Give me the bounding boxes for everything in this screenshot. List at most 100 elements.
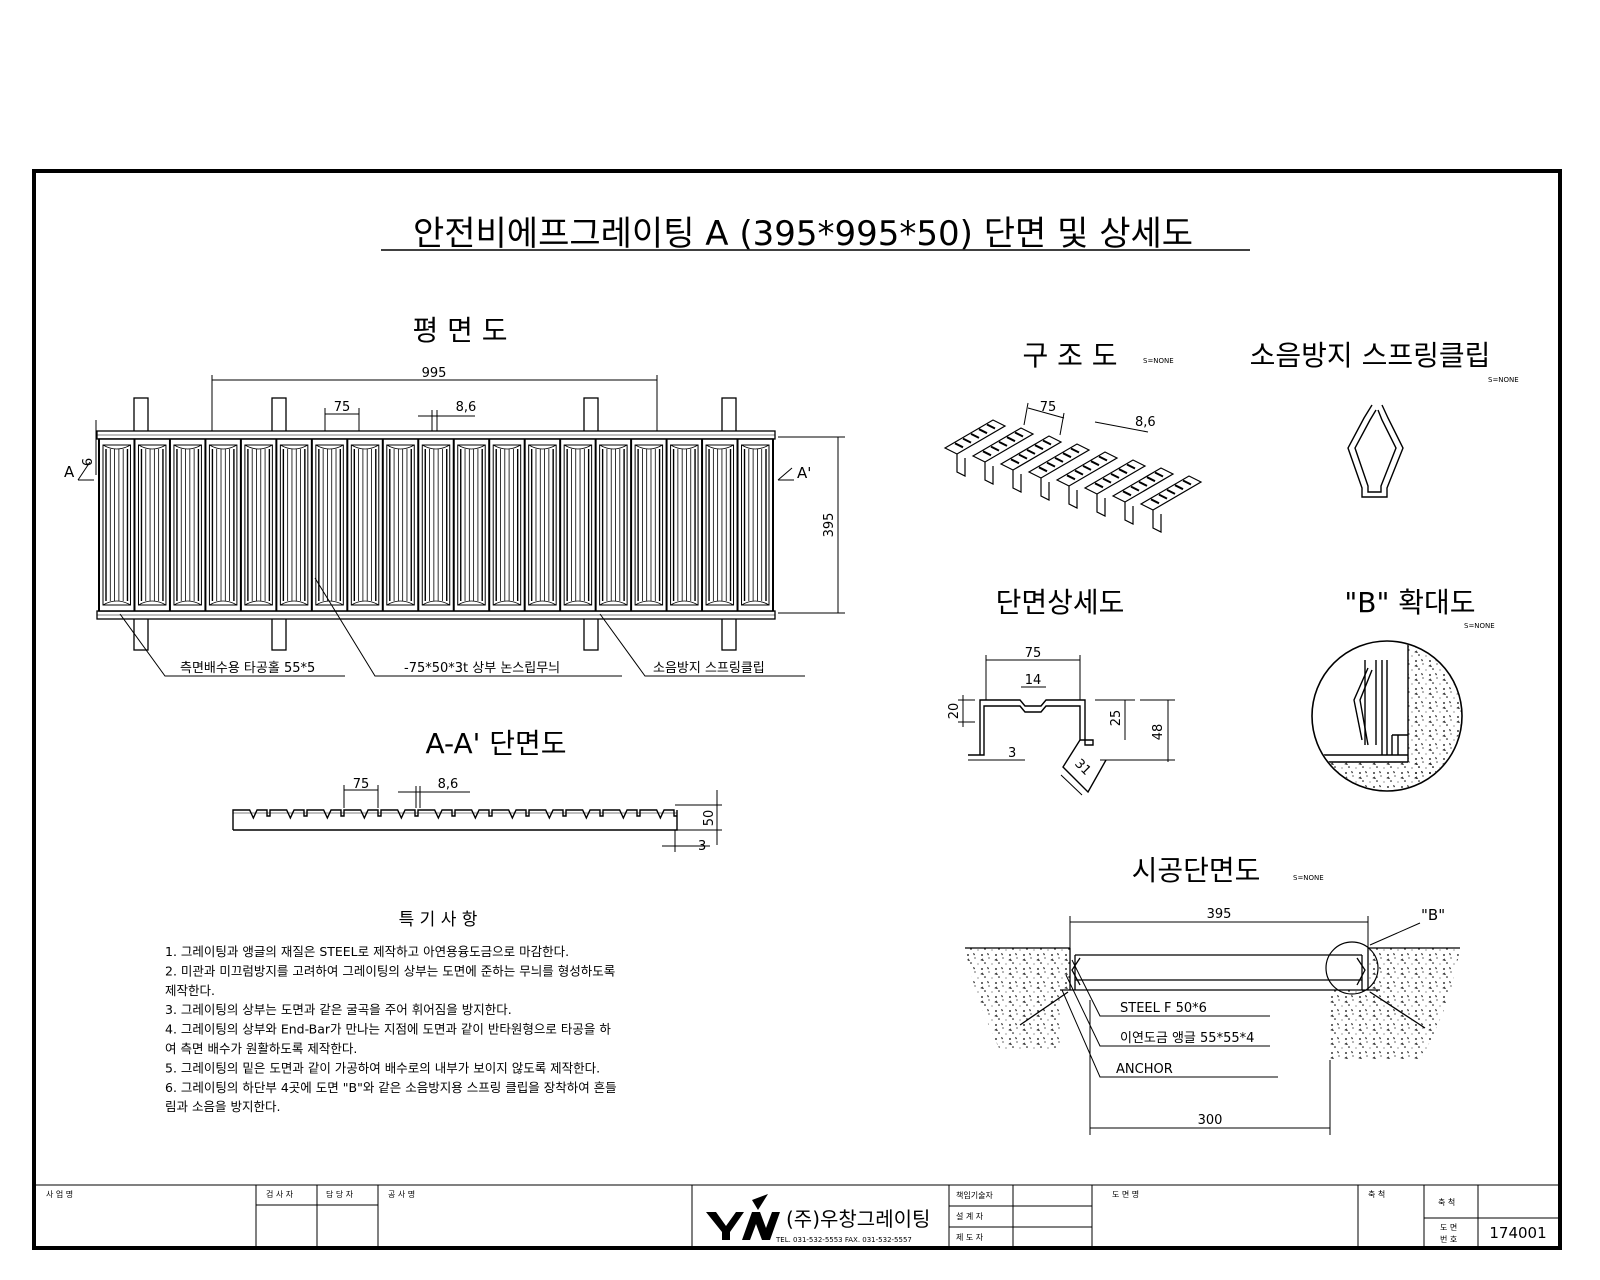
iso-bar: [1055, 451, 1119, 509]
install-label-angle: 이연도금 앵글 55*55*4: [1120, 1031, 1254, 1046]
plan-bar: [630, 439, 664, 611]
note-line: 여 측면 배수가 원활하도록 제작한다.: [165, 1041, 357, 1056]
iso-bar: [1027, 443, 1091, 501]
tb-manager: 담 당 자: [326, 1189, 354, 1199]
iso-bar: [1111, 467, 1175, 525]
detail-dim-14: 14: [1025, 673, 1042, 688]
enlarge-b-view: "B" 확대도 S=NONE: [1311, 586, 1495, 792]
plan-bar: [736, 439, 770, 611]
notes-section: 특 기 사 항 1. 그레이팅과 앵글의 재질은 STEEL로 제작하고 아연용…: [165, 910, 617, 1114]
plan-dim-small: 6: [81, 458, 96, 466]
detail-dim-20: 20: [947, 703, 962, 720]
sheet-border: [32, 169, 1562, 1250]
note-line: 2. 미관과 미끄럼방지를 고려하여 그레이팅의 상부는 도면에 준하는 무늬를…: [165, 963, 615, 978]
structure-scale: S=NONE: [1143, 357, 1174, 365]
plan-bar: [168, 439, 202, 611]
plan-dim-bar: 8,6: [456, 400, 477, 415]
install-dim-300: 300: [1198, 1113, 1223, 1128]
drawing-title: 안전비에프그레이팅 A (395*995*50) 단면 및 상세도: [413, 214, 1193, 254]
section-detail-view: 단면상세도 75 14 20 25 48 3 31: [947, 586, 1175, 796]
enlarge-heading: "B" 확대도: [1344, 586, 1475, 619]
tb-drawing-name: 도 면 명: [1112, 1189, 1139, 1199]
iso-bar: [943, 419, 1007, 477]
plan-bar: [523, 439, 557, 611]
structure-isometric: [943, 419, 1203, 533]
section-mark-a2: A': [797, 464, 811, 482]
structure-dim-bar: 8,6: [1135, 415, 1156, 430]
section-mark-a: A: [64, 463, 75, 481]
plan-bar: [701, 439, 735, 611]
detail-heading: 단면상세도: [996, 586, 1125, 619]
plan-dim-pitch: 75: [334, 400, 351, 415]
tb-drawing-label: 도 면: [1440, 1222, 1457, 1232]
tb-project: 사 업 명: [46, 1189, 73, 1199]
install-dim-395: 395: [1207, 907, 1232, 922]
detail-dim-25: 25: [1109, 710, 1124, 727]
plan-dim-width: 395: [822, 513, 837, 538]
detail-dim-48: 48: [1151, 724, 1166, 741]
plan-bar: [310, 439, 344, 611]
structure-view: 구 조 도 S=NONE 75 8,6: [943, 339, 1203, 533]
company-name: (주)우창그레이팅: [786, 1207, 930, 1231]
structure-heading: 구 조 도: [1022, 339, 1117, 372]
plan-bar: [559, 439, 593, 611]
clip-scale: S=NONE: [1488, 376, 1519, 384]
company-logo: [706, 1194, 780, 1240]
detail-dim-31: 31: [1071, 756, 1093, 778]
iso-bar: [1139, 475, 1203, 533]
iso-bar: [1083, 459, 1147, 517]
note-line: 4. 그레이팅의 상부와 End-Bar가 만나는 지점에 도면과 같이 반타원…: [165, 1022, 611, 1037]
install-mark-b: "B": [1421, 906, 1445, 924]
plan-callout-bar-spec: -75*50*3t 상부 논스립무늬: [404, 661, 560, 676]
tb-chief-engineer: 책임기술자: [956, 1190, 993, 1200]
tb-designer: 설 계 자: [956, 1211, 984, 1221]
install-label-steel: STEEL F 50*6: [1120, 1001, 1207, 1016]
tb-number-label: 번 호: [1440, 1235, 1457, 1244]
note-line: 5. 그레이팅의 밑은 도면과 같이 가공하여 배수로의 내부가 보이지 않도록…: [165, 1060, 600, 1075]
install-section-view: 시공단면도 S=NONE 395 "B" 300: [965, 854, 1460, 1135]
plan-bar: [133, 439, 167, 611]
title-block: 사 업 명 검 사 자 담 당 자 공 사 명 (주)우창그레이팅 TEL. 0…: [36, 1184, 1558, 1248]
company-contact: TEL. 031-532-5553 FAX. 031-532-5557: [775, 1236, 912, 1244]
detail-dim-75: 75: [1025, 646, 1042, 661]
tb-drawing-number: 174001: [1489, 1224, 1546, 1242]
plan-dim-length: 995: [422, 366, 447, 381]
section-aa-heading: A-A' 단면도: [425, 727, 566, 760]
note-line: 제작한다.: [165, 983, 215, 998]
plan-bar: [452, 439, 486, 611]
plan-bar: [239, 439, 273, 611]
section-aa-dim-height: 50: [702, 810, 717, 827]
plan-bar: [665, 439, 699, 611]
tb-scale-label: 축 척: [1368, 1190, 1385, 1199]
plan-callout-spring-clip: 소음방지 스프링클립: [653, 661, 765, 676]
detail-dim-3: 3: [1008, 746, 1016, 761]
note-line: 6. 그레이팅의 하단부 4곳에 도면 "B"와 같은 소음방지용 스프링 클립…: [165, 1080, 617, 1095]
plan-bar: [594, 439, 628, 611]
section-aa-dim-pitch: 75: [353, 777, 370, 792]
plan-bar: [204, 439, 238, 611]
install-scale: S=NONE: [1293, 874, 1324, 882]
structure-dim-pitch: 75: [1040, 400, 1057, 415]
note-line: 림과 소음을 방지한다.: [165, 1099, 280, 1114]
section-aa-dim-thk: 3: [698, 839, 706, 854]
note-line: 1. 그레이팅과 앵글의 재질은 STEEL로 제작하고 아연용융도금으로 마감…: [165, 944, 569, 959]
plan-bar: [98, 439, 131, 611]
plan-bar: [488, 439, 522, 611]
clip-heading: 소음방지 스프링클립: [1250, 339, 1491, 372]
notes-list: 1. 그레이팅과 앵글의 재질은 STEEL로 제작하고 아연용융도금으로 마감…: [165, 944, 617, 1114]
note-line: 3. 그레이팅의 상부는 도면과 같은 굴곡을 주어 휘어짐을 방지한다.: [165, 1002, 512, 1017]
tb-scale-label-2: 축 척: [1438, 1198, 1455, 1207]
install-label-anchor: ANCHOR: [1116, 1062, 1173, 1077]
spring-clip-view: 소음방지 스프링클립 S=NONE: [1250, 339, 1519, 498]
tb-inspector: 검 사 자: [266, 1189, 294, 1199]
plan-bar: [275, 439, 309, 611]
plan-view: 평 면 도 995 75 8,6: [64, 314, 845, 677]
plan-heading: 평 면 도: [412, 314, 507, 347]
plan-bar: [346, 439, 380, 611]
notes-heading: 특 기 사 항: [399, 910, 478, 930]
section-aa-profile: [232, 809, 678, 831]
plan-callout-drain-holes: 측면배수용 타공홀 55*5: [180, 661, 315, 676]
tb-work-name: 공 사 명: [388, 1189, 415, 1199]
enlarge-scale: S=NONE: [1464, 622, 1495, 630]
